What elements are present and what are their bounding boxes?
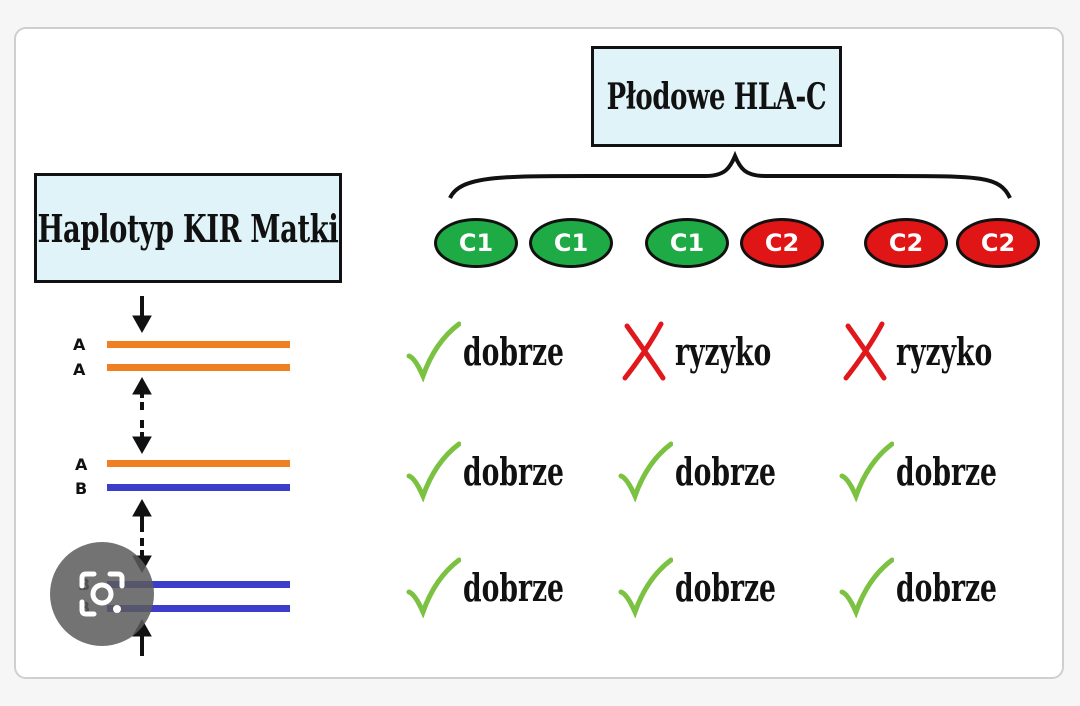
fetal-hla-c-box: Płodowe HLA-C bbox=[591, 46, 842, 147]
allele-c2-3: C2 bbox=[956, 218, 1040, 268]
check-mark-icon bbox=[618, 441, 673, 502]
kir-b-line bbox=[107, 605, 290, 612]
kir-a-line bbox=[107, 364, 290, 371]
outcome-label: ryzyko bbox=[675, 328, 772, 374]
allele-c1-3: C1 bbox=[645, 218, 729, 268]
check-mark-icon bbox=[406, 321, 461, 382]
outcome-risk: ryzyko bbox=[617, 320, 812, 382]
kir-b-line bbox=[107, 581, 290, 588]
outcome-good: dobrze bbox=[405, 440, 607, 502]
fetal-hla-c-title: Płodowe HLA-C bbox=[606, 75, 827, 118]
haplotype-1-top-label: A bbox=[73, 335, 86, 354]
check-mark-icon bbox=[839, 441, 894, 502]
lens-search-button[interactable] bbox=[50, 542, 154, 646]
outcome-good: dobrze bbox=[838, 440, 1040, 502]
outcome-good: dobrze bbox=[405, 320, 607, 382]
diagram-card bbox=[14, 27, 1064, 679]
outcome-label: dobrze bbox=[896, 448, 997, 494]
cross-mark-icon bbox=[622, 321, 666, 381]
outcome-label: dobrze bbox=[675, 448, 776, 494]
outcome-label: dobrze bbox=[675, 564, 776, 610]
allele-c1-2: C1 bbox=[529, 218, 613, 268]
allele-c2-1: C2 bbox=[740, 218, 824, 268]
outcome-label: ryzyko bbox=[896, 328, 993, 374]
kir-a-line bbox=[107, 460, 290, 467]
allele-c2-2: C2 bbox=[864, 218, 948, 268]
cross-mark-icon bbox=[843, 321, 887, 381]
check-mark-icon bbox=[618, 557, 673, 618]
haplotype-1-bottom-label: A bbox=[73, 360, 86, 379]
outcome-label: dobrze bbox=[463, 448, 564, 494]
haplotype-2-top-label: A bbox=[75, 455, 88, 474]
check-mark-icon bbox=[406, 557, 461, 618]
allele-c1-1: C1 bbox=[434, 218, 518, 268]
check-mark-icon bbox=[839, 557, 894, 618]
haplotype-2-bottom-label: B bbox=[75, 479, 88, 498]
outcome-label: dobrze bbox=[896, 564, 997, 610]
outcome-good: dobrze bbox=[617, 440, 819, 502]
lens-search-icon bbox=[79, 571, 125, 617]
outcome-good: dobrze bbox=[405, 556, 607, 618]
outcome-risk: ryzyko bbox=[838, 320, 1033, 382]
check-mark-icon bbox=[406, 441, 461, 502]
outcome-label: dobrze bbox=[463, 328, 564, 374]
outcome-good: dobrze bbox=[838, 556, 1040, 618]
arrows-column bbox=[132, 296, 152, 656]
outcome-label: dobrze bbox=[463, 564, 564, 610]
kir-a-line bbox=[107, 341, 290, 348]
maternal-kir-box: Haplotyp KIR Matki bbox=[34, 173, 342, 283]
outcome-good: dobrze bbox=[617, 556, 819, 618]
kir-b-line bbox=[107, 484, 290, 491]
curly-brace bbox=[448, 150, 1012, 199]
maternal-kir-title: Haplotyp KIR Matki bbox=[37, 205, 339, 251]
